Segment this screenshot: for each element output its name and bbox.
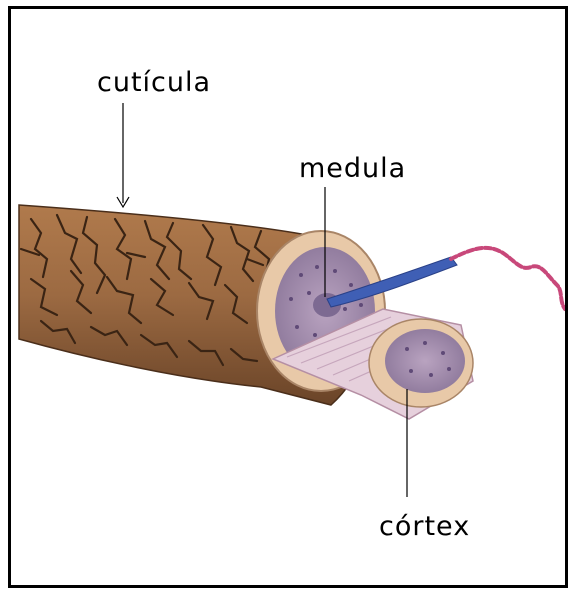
medulla-fiber-pink xyxy=(451,248,565,309)
hair-strand-illustration xyxy=(11,9,565,585)
cuticle-label: cutícula xyxy=(97,67,211,98)
cortex-label: córtex xyxy=(379,511,470,542)
diagram-frame: cutícula medula córtex xyxy=(8,6,568,588)
cortex-wedge-core xyxy=(385,329,465,393)
medulla-label: medula xyxy=(299,153,406,184)
